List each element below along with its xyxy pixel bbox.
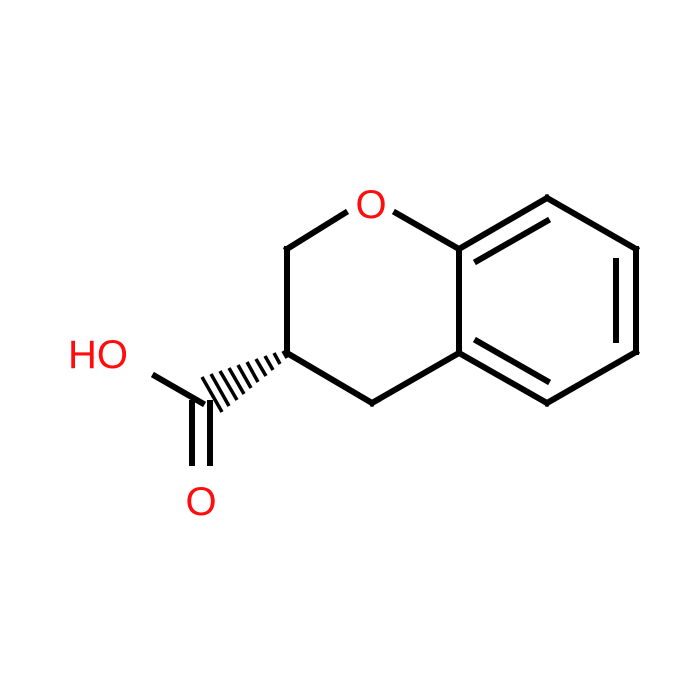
bond-o1-c2: [282, 208, 350, 254]
hydroxyl-label: HO: [68, 333, 128, 377]
atom-labels: O HO O: [68, 183, 387, 524]
bond-c8a-o1: [391, 208, 464, 254]
bond-c-oh: [150, 371, 207, 408]
bond-c8-c8a: [454, 193, 552, 254]
bonds: [150, 193, 641, 466]
bond-c5-c6: [542, 347, 641, 408]
bond-c7-c8: [542, 193, 641, 254]
bond-c3-c4: [282, 348, 377, 408]
carbonyl-oxygen-label: O: [185, 480, 216, 524]
bond-c4a-c5: [454, 348, 552, 408]
bond-c4-c4a: [367, 348, 464, 408]
bond-inner-c8-c8a: [472, 216, 552, 266]
bond-inner-c4a-c5: [472, 336, 552, 386]
stereo-hashed-wedge: [200, 350, 289, 413]
ring-oxygen-label: O: [355, 183, 386, 227]
